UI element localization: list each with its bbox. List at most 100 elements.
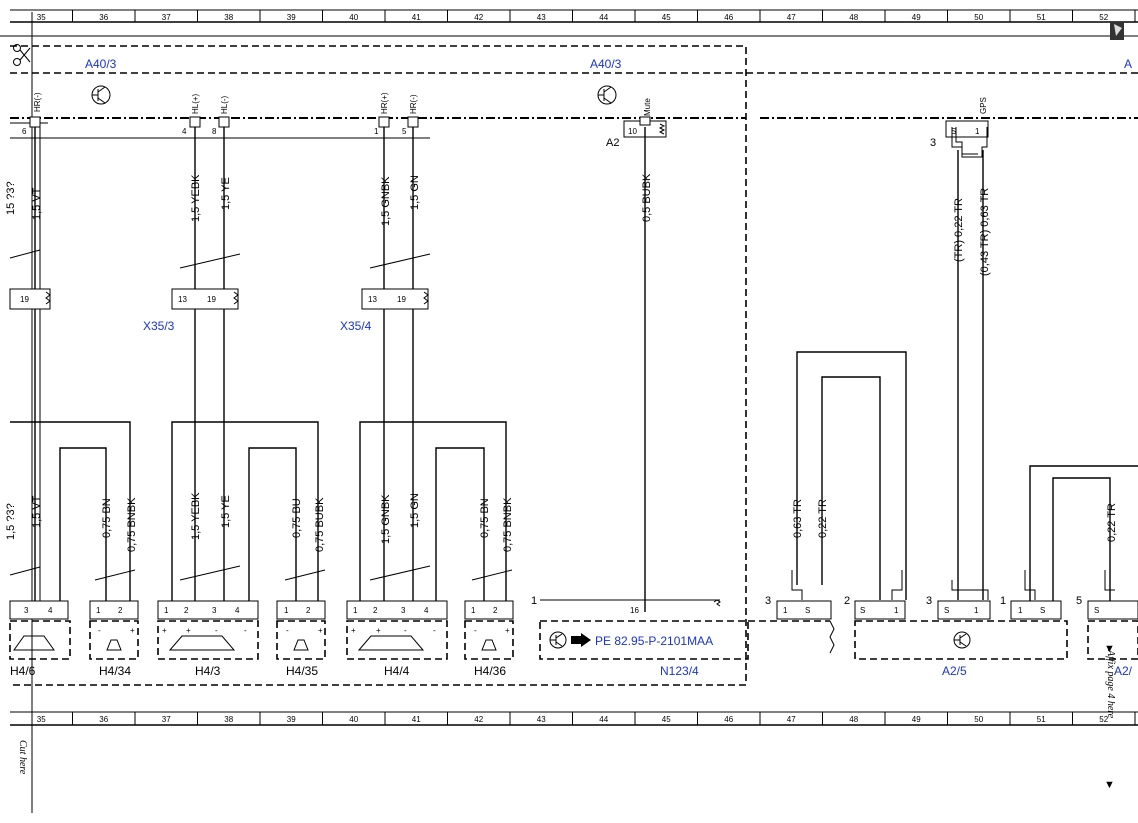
pin-s: S xyxy=(860,606,865,615)
pin-2: 2 xyxy=(184,606,189,615)
signal-hr-plus: HR(+) xyxy=(380,92,389,114)
group-1: 1 xyxy=(1000,595,1006,607)
label-a40-3-left: A40/3 xyxy=(85,57,117,71)
label-a-edge: A xyxy=(1124,57,1132,71)
top-grid-column-number: 37 xyxy=(162,13,171,22)
pin-1: 1 xyxy=(974,606,979,615)
svg-text:-: - xyxy=(474,626,477,635)
top-connector-pins xyxy=(29,116,989,138)
wires xyxy=(9,127,1138,612)
speaker-icon xyxy=(13,635,497,651)
wire-bn-2: 0,75 BN xyxy=(479,498,491,538)
x35-pin-19c: 19 xyxy=(397,295,406,304)
pin-s: S xyxy=(1094,606,1099,615)
group-5: 5 xyxy=(1076,595,1082,607)
pin-s: S xyxy=(944,606,949,615)
pin-1: 1 xyxy=(783,606,788,615)
x35-connectors xyxy=(9,288,429,310)
group-3: 3 xyxy=(926,595,932,607)
pin-3-top: 3 xyxy=(930,137,936,149)
signal-hr-minus: HR(-) xyxy=(409,94,418,114)
bottom-grid-column-number: 44 xyxy=(599,715,608,724)
top-grid-column-number: 51 xyxy=(1037,13,1046,22)
transistor-icon xyxy=(91,85,111,105)
svg-text:-: - xyxy=(286,626,289,635)
label-h4-35: H4/35 xyxy=(286,664,318,678)
wire-tr-22: 0,22 TR xyxy=(817,499,829,538)
wire-tr-22b: 0,22 TR xyxy=(1106,503,1118,542)
wire-vt-top: 1,5 VT xyxy=(31,187,43,220)
bottom-grid-column-number: 52 xyxy=(1099,715,1108,724)
top-grid-column-number: 49 xyxy=(912,13,921,22)
pin-6: 6 xyxy=(22,127,27,136)
label-a2: A2 xyxy=(606,137,619,149)
label-n123-4: N123/4 xyxy=(660,664,699,678)
top-grid-column-number: 36 xyxy=(99,13,108,22)
wire-yebk-bottom: 1,5 YEBK xyxy=(190,492,202,540)
pin-1: 1 xyxy=(284,606,289,615)
pin-1: 1 xyxy=(164,606,169,615)
pin-2: 2 xyxy=(118,606,123,615)
label-x35-4: X35/4 xyxy=(340,319,372,333)
bottom-grid-column-number: 39 xyxy=(287,715,296,724)
pointing-hand-icon xyxy=(571,633,591,647)
pin-3: 3 xyxy=(401,606,406,615)
svg-text:+: + xyxy=(186,626,191,635)
wire-gn-top: 1,5 GN xyxy=(409,175,421,210)
bottom-pin-strips xyxy=(9,600,1138,620)
top-grid-column-number: 43 xyxy=(537,13,546,22)
top-grid-column-number: 41 xyxy=(412,13,421,22)
bottom-grid-column-number: 46 xyxy=(724,715,733,724)
scissors-icon xyxy=(13,44,31,66)
bottom-grid-column-number: 41 xyxy=(412,715,421,724)
pin-16: 16 xyxy=(630,606,639,615)
pin-2: 2 xyxy=(373,606,378,615)
reference-link[interactable]: PE 82.95-P-2101MAA xyxy=(595,634,713,648)
pin-1: 1 xyxy=(96,606,101,615)
label-h4-34: H4/34 xyxy=(99,664,131,678)
pin-2: 2 xyxy=(493,606,498,615)
label-a40-3-right: A40/3 xyxy=(590,57,622,71)
wire-labels-bottom: 1,5 ?3? 1,5 VT 0,75 BN 0,75 BNBK 1,5 YEB… xyxy=(5,492,1118,552)
group-1: 1 xyxy=(531,595,537,607)
pin-s-top: S xyxy=(951,127,956,136)
pin-3: 3 xyxy=(24,606,29,615)
label-h4-3: H4/3 xyxy=(195,664,221,678)
affix-note: Affix page 4 here xyxy=(1105,649,1116,719)
bottom-grid-column-number: 51 xyxy=(1037,715,1046,724)
svg-text:+: + xyxy=(162,626,167,635)
pin-1: 1 xyxy=(1018,606,1023,615)
signal-hl-minus: HL(-) xyxy=(220,95,229,114)
bottom-grid-column-number: 47 xyxy=(787,715,796,724)
wire-gnbk-bottom: 1,5 GNBK xyxy=(380,494,392,544)
svg-text:-: - xyxy=(433,626,436,635)
transistor-icon xyxy=(597,85,617,105)
pin-2: 2 xyxy=(306,606,311,615)
bottom-pin-numbers: 3 4 1 2 1 2 3 4 1 2 1 2 3 4 1 2 16 1 S S… xyxy=(24,606,1099,615)
pin-s: S xyxy=(1040,606,1045,615)
wire-bnbk-1: 0,75 BNBK xyxy=(126,497,138,552)
pin-5: 5 xyxy=(402,127,407,136)
signal-hl-plus: HL(+) xyxy=(191,93,200,114)
top-grid-column-number: 48 xyxy=(849,13,858,22)
wire-frag-top: 15 ?3? xyxy=(5,181,17,215)
x35-pin-19b: 19 xyxy=(207,295,216,304)
signal-gps: GPS xyxy=(979,97,988,114)
top-grid-column-number: 47 xyxy=(787,13,796,22)
wire-bubk-top: 0,5 BUBK xyxy=(641,173,653,222)
transistor-icon xyxy=(953,631,971,649)
svg-text:-: - xyxy=(244,626,247,635)
wire-bn-1: 0,75 BN xyxy=(101,498,113,538)
svg-text:-: - xyxy=(404,626,407,635)
top-grid-column-number: 42 xyxy=(474,13,483,22)
page-corner-icon xyxy=(1110,22,1124,40)
label-x35-3: X35/3 xyxy=(143,319,175,333)
wire-ye-top: 1,5 YE xyxy=(220,177,232,210)
polarity-marks: -+ ++ -- -+ ++ -- -+ xyxy=(98,626,510,635)
wire-tr-63: 0,63 TR xyxy=(792,499,804,538)
top-grid-column-number: 45 xyxy=(662,13,671,22)
wire-ye-bottom: 1,5 YE xyxy=(220,495,232,528)
pin-1: 1 xyxy=(894,606,899,615)
